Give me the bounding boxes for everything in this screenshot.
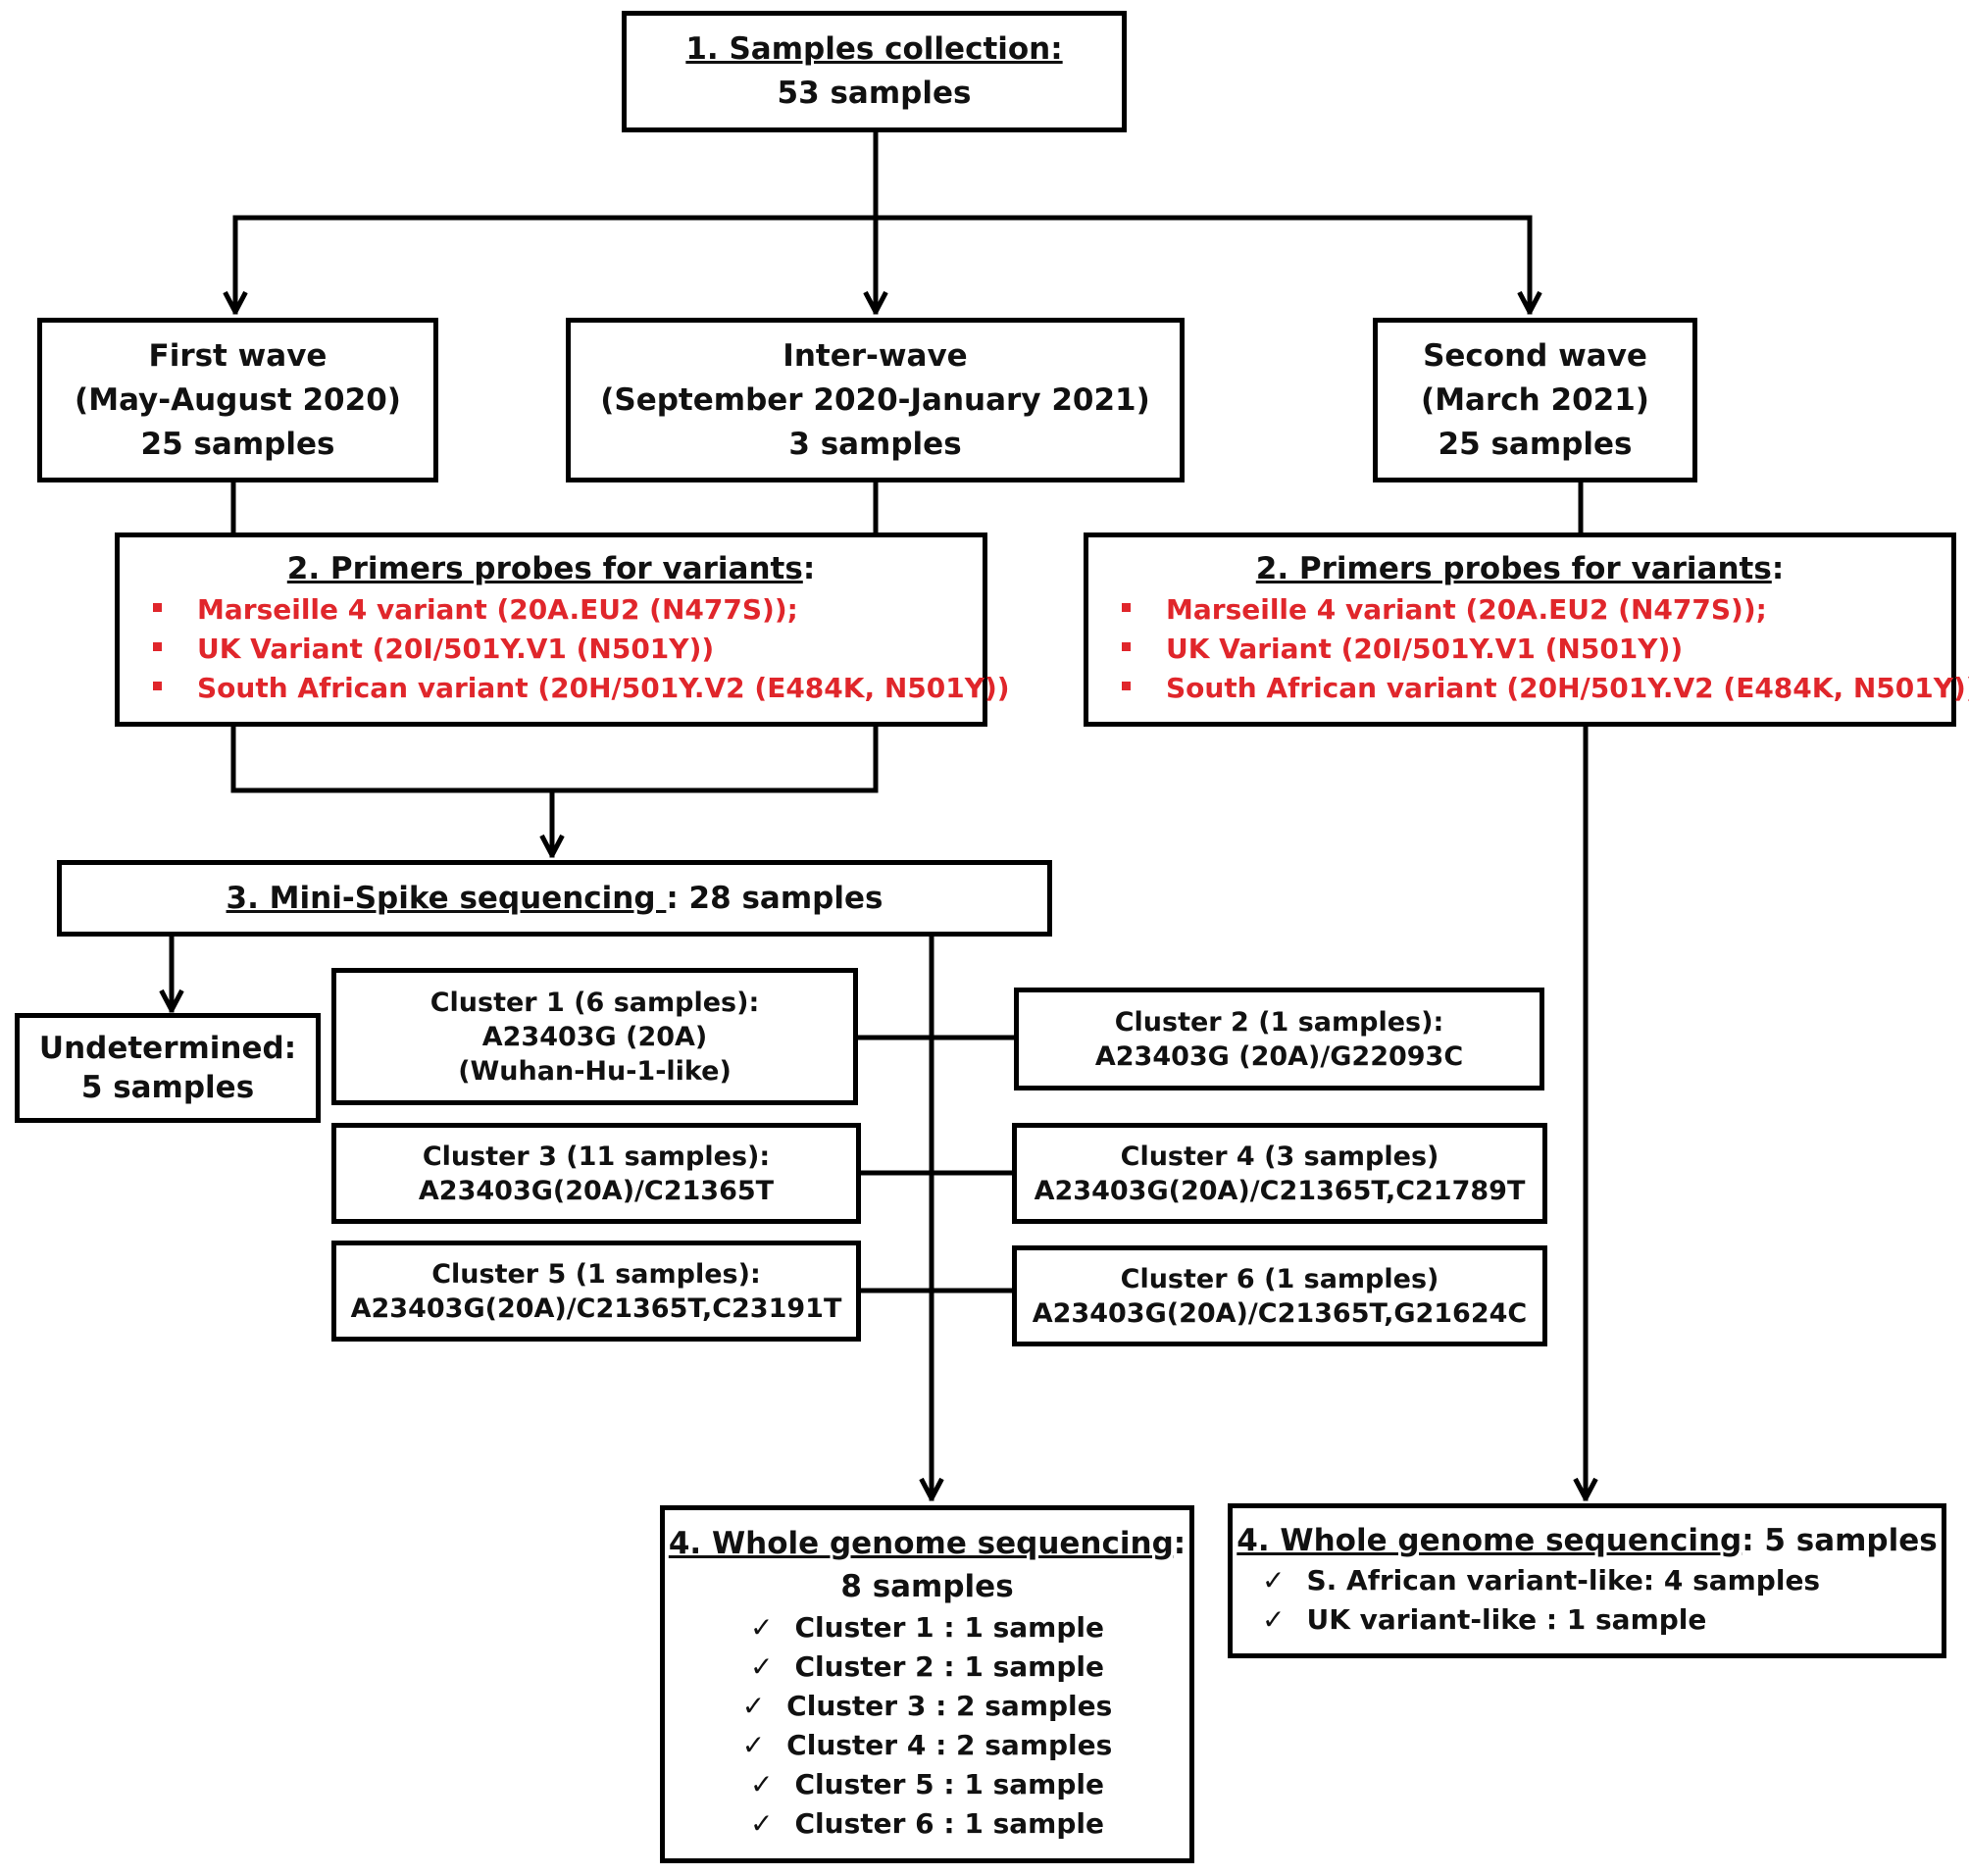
checkmark-icon: ✓ bbox=[750, 1768, 774, 1800]
primers-list-right: Marseille 4 variant (20A.EU2 (N477S)); U… bbox=[1088, 590, 1969, 708]
wgs-left-box: 4. Whole genome sequencing: 8 samples ✓C… bbox=[660, 1505, 1194, 1863]
inter-wave-box: Inter-wave (September 2020-January 2021)… bbox=[566, 318, 1185, 482]
primer-item: UK Variant (20I/501Y.V1 (N501Y)) bbox=[1122, 630, 1951, 669]
cluster-3-box: Cluster 3 (11 samples): A23403G(20A)/C21… bbox=[331, 1123, 861, 1224]
primer-item: UK Variant (20I/501Y.V1 (N501Y)) bbox=[153, 630, 983, 669]
first-wave-count: 25 samples bbox=[140, 426, 335, 462]
bullet-square-icon bbox=[153, 681, 162, 690]
cluster-5-title: Cluster 5 (1 samples): bbox=[431, 1258, 761, 1290]
primers-title-left: 2. Primers probes for variants: bbox=[286, 551, 816, 586]
second-wave-box: Second wave (March 2021) 25 samples bbox=[1373, 318, 1697, 482]
second-wave-period: (March 2021) bbox=[1421, 381, 1649, 418]
cluster-4-box: Cluster 4 (3 samples) A23403G(20A)/C2136… bbox=[1012, 1123, 1547, 1224]
minispike-box: 3. Mini-Spike sequencing : 28 samples bbox=[57, 860, 1052, 937]
primer-item: Marseille 4 variant (20A.EU2 (N477S)); bbox=[1122, 590, 1951, 630]
wgs-right-title: 4. Whole genome sequencing: 5 samples bbox=[1237, 1523, 1938, 1558]
primers-box-right: 2. Primers probes for variants: Marseill… bbox=[1084, 532, 1969, 727]
cluster-3-title: Cluster 3 (11 samples): bbox=[422, 1141, 771, 1172]
first-wave-period: (May-August 2020) bbox=[75, 381, 401, 418]
second-wave-name: Second wave bbox=[1423, 337, 1647, 374]
minispike-title: 3. Mini-Spike sequencing bbox=[226, 880, 667, 916]
wgs-right-list: ✓S. African variant-like: 4 samples ✓UK … bbox=[1233, 1561, 1942, 1640]
undetermined-label: Undetermined: bbox=[38, 1031, 297, 1066]
primers-list-left: Marseille 4 variant (20A.EU2 (N477S)); U… bbox=[120, 590, 1010, 708]
cluster-4-mutation: A23403G(20A)/C21365T,C21789T bbox=[1034, 1175, 1526, 1206]
checkmark-icon: ✓ bbox=[750, 1650, 774, 1683]
checkmark-icon: ✓ bbox=[750, 1807, 774, 1840]
cluster-3-mutation: A23403G(20A)/C21365T bbox=[418, 1175, 775, 1206]
undetermined-box: Undetermined: 5 samples bbox=[15, 1013, 321, 1123]
checkmark-icon: ✓ bbox=[741, 1729, 766, 1761]
wgs-left-item: ✓Cluster 4 : 2 samples bbox=[742, 1726, 1113, 1765]
bullet-square-icon bbox=[1122, 681, 1131, 690]
wgs-left-item: ✓Cluster 1 : 1 sample bbox=[742, 1608, 1113, 1648]
primer-item: Marseille 4 variant (20A.EU2 (N477S)); bbox=[153, 590, 983, 630]
wgs-left-item: ✓Cluster 6 : 1 sample bbox=[742, 1804, 1113, 1844]
wgs-left-item: ✓Cluster 2 : 1 sample bbox=[742, 1648, 1113, 1687]
primers-title-right: 2. Primers probes for variants: bbox=[1255, 551, 1785, 586]
cluster-1-mutation: A23403G (20A) bbox=[481, 1021, 708, 1052]
primers-merge-bracket bbox=[230, 723, 879, 793]
wgs-left-title: 4. Whole genome sequencing: bbox=[668, 1526, 1186, 1561]
bullet-square-icon bbox=[1122, 641, 1131, 651]
wgs-left-item: ✓Cluster 5 : 1 sample bbox=[742, 1765, 1113, 1804]
cluster-4-title: Cluster 4 (3 samples) bbox=[1120, 1141, 1439, 1172]
second-wave-count: 25 samples bbox=[1438, 426, 1633, 462]
inter-wave-name: Inter-wave bbox=[783, 337, 968, 374]
cluster-6-box: Cluster 6 (1 samples) A23403G(20A)/C2136… bbox=[1012, 1245, 1547, 1346]
wgs-left-item: ✓Cluster 3 : 2 samples bbox=[742, 1687, 1113, 1726]
primer-item: South African variant (20H/501Y.V2 (E484… bbox=[1122, 669, 1969, 708]
minispike-count: : 28 samples bbox=[666, 880, 884, 916]
wgs-left-count: 8 samples bbox=[840, 1569, 1014, 1604]
inter-wave-count: 3 samples bbox=[788, 426, 962, 462]
cluster-1-box: Cluster 1 (6 samples): A23403G (20A) (Wu… bbox=[331, 968, 858, 1105]
samples-collection-count: 53 samples bbox=[777, 76, 972, 111]
cluster-1-note: (Wuhan-Hu-1-like) bbox=[458, 1055, 732, 1087]
bullet-square-icon bbox=[1122, 602, 1131, 612]
cluster-2-mutation: A23403G (20A)/G22093C bbox=[1094, 1040, 1464, 1072]
first-wave-box: First wave (May-August 2020) 25 samples bbox=[37, 318, 438, 482]
bullet-square-icon bbox=[153, 602, 162, 612]
cluster-6-title: Cluster 6 (1 samples) bbox=[1120, 1263, 1439, 1294]
cluster-2-box: Cluster 2 (1 samples): A23403G (20A)/G22… bbox=[1014, 988, 1544, 1090]
inter-wave-period: (September 2020-January 2021) bbox=[600, 381, 1150, 418]
primer-item: South African variant (20H/501Y.V2 (E484… bbox=[153, 669, 1010, 708]
checkmark-icon: ✓ bbox=[741, 1690, 766, 1722]
cluster-5-mutation: A23403G(20A)/C21365T,C23191T bbox=[350, 1293, 842, 1324]
wgs-left-list: ✓Cluster 1 : 1 sample ✓Cluster 2 : 1 sam… bbox=[742, 1608, 1113, 1844]
wgs-right-item: ✓S. African variant-like: 4 samples bbox=[1262, 1561, 1942, 1600]
undetermined-count: 5 samples bbox=[80, 1070, 255, 1105]
checkmark-icon: ✓ bbox=[1262, 1603, 1286, 1636]
first-wave-name: First wave bbox=[148, 337, 328, 374]
samples-collection-box: 1. Samples collection: 53 samples bbox=[622, 11, 1127, 132]
bullet-square-icon bbox=[153, 641, 162, 651]
cluster-6-mutation: A23403G(20A)/C21365T,G21624C bbox=[1032, 1297, 1528, 1329]
cluster-2-title: Cluster 2 (1 samples): bbox=[1114, 1006, 1444, 1038]
checkmark-icon: ✓ bbox=[750, 1611, 774, 1644]
checkmark-icon: ✓ bbox=[1262, 1564, 1286, 1597]
primers-box-left: 2. Primers probes for variants: Marseill… bbox=[115, 532, 1010, 727]
samples-collection-title: 1. Samples collection: bbox=[685, 31, 1063, 67]
cluster-1-title: Cluster 1 (6 samples): bbox=[429, 987, 760, 1018]
cluster-5-box: Cluster 5 (1 samples): A23403G(20A)/C213… bbox=[331, 1241, 861, 1342]
wgs-right-box: 4. Whole genome sequencing: 5 samples ✓S… bbox=[1228, 1503, 1946, 1658]
wgs-right-item: ✓UK variant-like : 1 sample bbox=[1262, 1600, 1942, 1640]
